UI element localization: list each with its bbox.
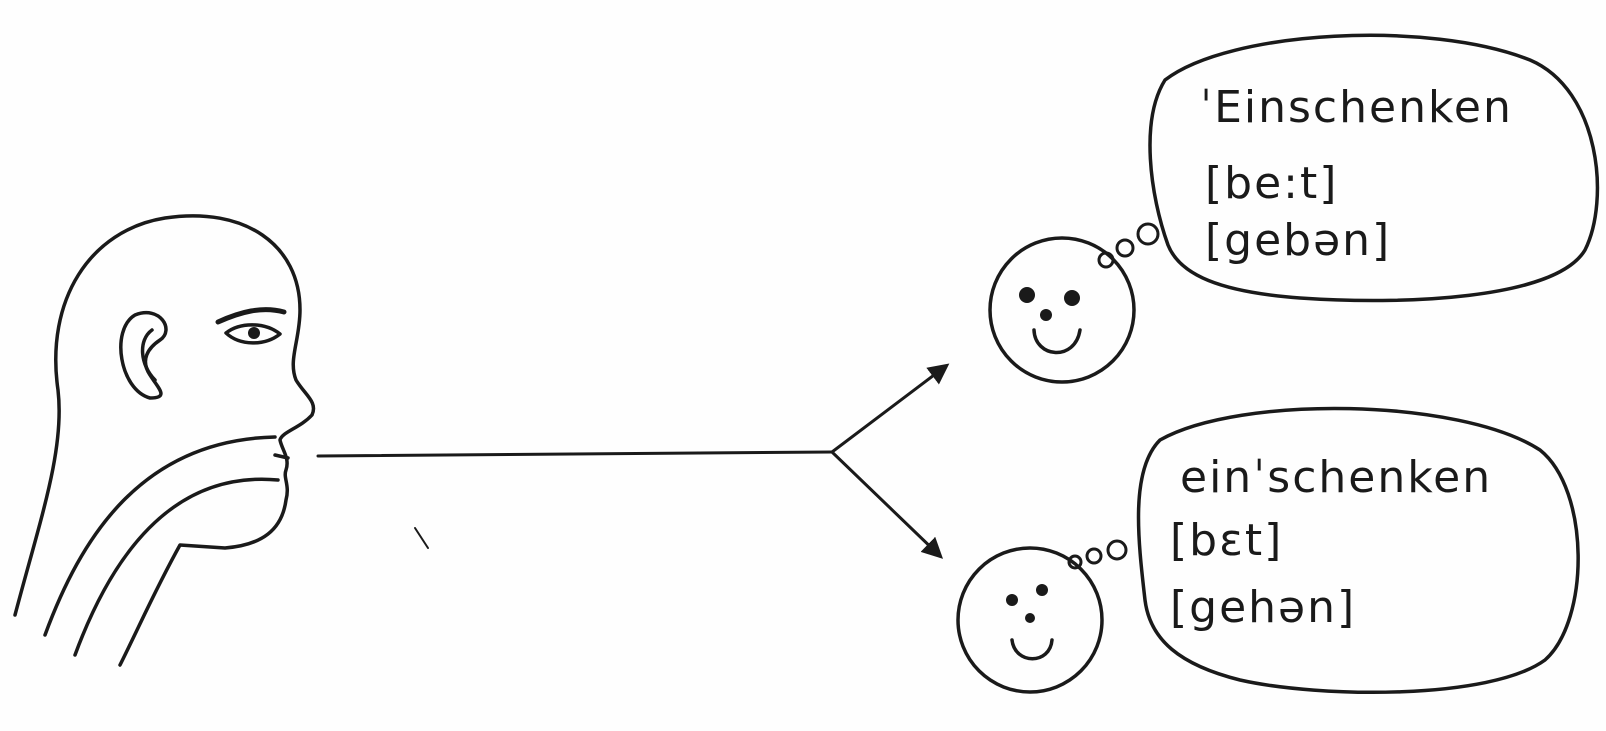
head-outline [13, 214, 316, 667]
listener-top-smile [1032, 328, 1082, 355]
thought-dot [1085, 547, 1103, 565]
arrow-stem [316, 450, 834, 458]
thought-bubble-top-outline [1148, 33, 1600, 303]
thought-dot [1115, 238, 1135, 258]
listener-bottom-nose [1025, 613, 1035, 623]
throat-line-1 [43, 435, 277, 637]
arrow-branch-top [830, 363, 950, 454]
listener-top-nose [1040, 309, 1052, 321]
thought-bottom-line-3: [gehən] [1170, 582, 1356, 633]
ear [119, 311, 168, 400]
listener-bottom-smile [1010, 638, 1054, 661]
mouth [273, 453, 290, 460]
thought-dot [1136, 222, 1160, 246]
thought-dot [1097, 251, 1115, 269]
thought-bubble-top: ˈEinschenken [be:t] [gebən] [1148, 33, 1600, 303]
thought-bottom-line-2: [bɛt] [1170, 515, 1283, 566]
thought-bubble-bottom: einˈschenken [bɛt] [gehən] [1136, 406, 1580, 694]
thought-top-line-3: [gebən] [1205, 215, 1391, 266]
throat-line-2 [73, 477, 280, 657]
listener-bottom-eye-right [1036, 584, 1048, 596]
arrow-branch-bottom [830, 450, 944, 559]
stray-mark [414, 527, 429, 549]
thought-dots-top [1097, 222, 1160, 269]
listener-top [988, 236, 1136, 384]
thought-top-line-1: ˈEinschenken [1200, 82, 1513, 133]
thought-dots-bottom [1067, 539, 1128, 570]
thought-top-line-2: [be:t] [1205, 158, 1338, 209]
thought-dot [1106, 539, 1128, 561]
thought-bubble-bottom-outline [1136, 406, 1580, 694]
ear-inner [140, 328, 157, 382]
sound-arrow [316, 363, 950, 559]
eye [224, 323, 282, 345]
listener-bottom [956, 546, 1104, 694]
listener-bottom-eye-left [1006, 594, 1018, 606]
pupil [248, 327, 260, 339]
listener-top-eye-left [1019, 287, 1035, 303]
thought-dot [1067, 554, 1083, 570]
eyebrow [215, 307, 287, 325]
listener-top-eye-right [1064, 290, 1080, 306]
speaker-head [13, 214, 316, 667]
listener-bottom-face [956, 546, 1104, 694]
thought-bottom-line-1: einˈschenken [1180, 452, 1492, 503]
listener-top-face [988, 236, 1136, 384]
